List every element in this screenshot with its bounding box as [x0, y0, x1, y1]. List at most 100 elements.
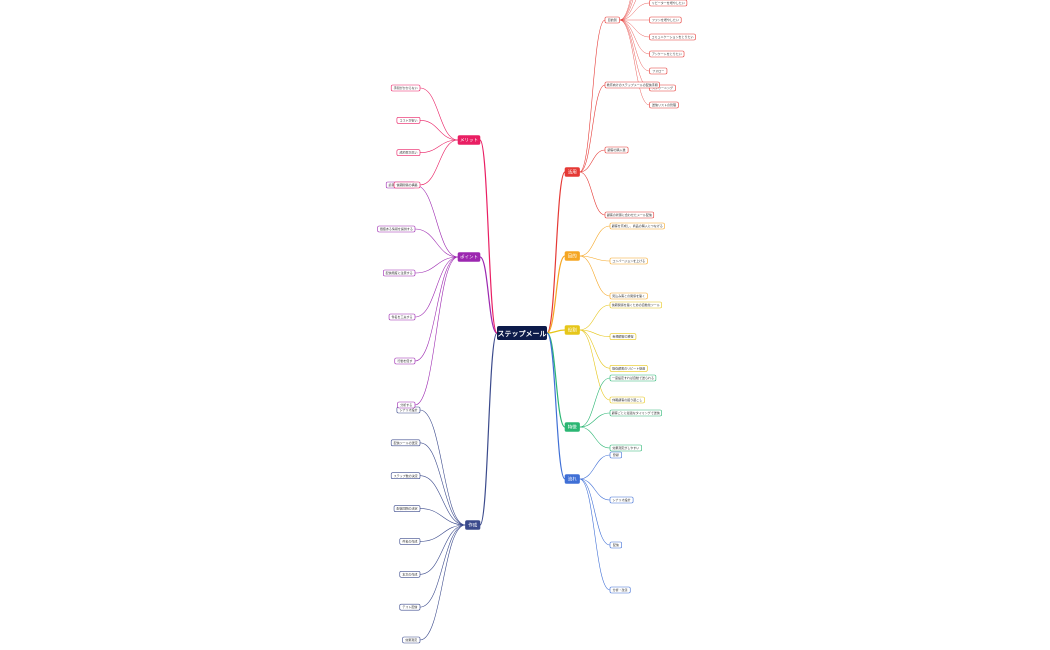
- branch-blue-item[interactable]: 配信: [609, 541, 622, 549]
- edge-magenta-0: [419, 87, 459, 141]
- edge-red-3: [579, 171, 606, 216]
- branch-purple-item-label: 配信頻度に注意する: [386, 270, 413, 275]
- edge-red-0-9: [619, 19, 650, 89]
- edge-purple-1: [414, 228, 459, 258]
- edge-blue: [546, 332, 566, 480]
- edge-blue-1: [579, 478, 611, 501]
- branch-purple-item[interactable]: 分析する: [397, 401, 416, 409]
- central-topic[interactable]: ステップメール: [497, 326, 547, 340]
- branch-yellow-item-label: 休眠顧客の掘り起こし: [612, 397, 642, 402]
- edge-magenta-2: [419, 139, 459, 153]
- branch-red-item-label: 教育向けのステップメールの配信手順: [607, 82, 658, 87]
- branch-orange-item-label: 見込み客との関係を築く: [612, 293, 645, 298]
- branch-red-subitem-label: フォロー: [652, 68, 664, 73]
- central-topic-label: ステップメール: [498, 329, 547, 338]
- branch-orange-item[interactable]: コンバージョンを上げる: [609, 257, 648, 265]
- branch-navy-item[interactable]: ステップ数の決定: [390, 472, 421, 480]
- branch-red-subitem-label: リピーターを増やしたい: [652, 0, 685, 5]
- branch-red-item-label: 顧客の状態に合わせたメール配信: [607, 212, 652, 217]
- branch-blue-item[interactable]: 登録: [609, 451, 622, 459]
- edge-yellow-3: [579, 329, 611, 401]
- branch-navy-item[interactable]: テスト配信: [399, 603, 421, 611]
- edge-red-1: [579, 84, 606, 173]
- edge-purple-2: [414, 256, 459, 274]
- branch-blue[interactable]: 流れ: [564, 474, 580, 484]
- branch-green-item-label: 効果測定がしやすい: [612, 445, 639, 450]
- branch-yellow-item-label: 既存顧客のリピート促進: [612, 365, 645, 370]
- branch-navy-item[interactable]: 件名の作成: [399, 538, 421, 545]
- edge-orange-2: [579, 255, 611, 297]
- branch-yellow-item[interactable]: 休眠顧客の掘り起こし: [609, 396, 645, 404]
- branch-red-item[interactable]: 目的別: [604, 16, 620, 24]
- branch-orange-item-label: 顧客を育成し、商品の購入につなげる: [612, 223, 663, 228]
- edge-red-2: [579, 149, 606, 173]
- edge-navy-0: [419, 409, 466, 526]
- branch-blue-item[interactable]: 分析・改善: [609, 586, 631, 594]
- branch-yellow-item[interactable]: 新規顧客の獲得: [609, 333, 637, 340]
- branch-purple-item[interactable]: 行動を促す: [394, 357, 416, 365]
- branch-magenta-label: メリット: [460, 139, 478, 144]
- branch-magenta-item[interactable]: コストが安い: [396, 117, 421, 124]
- branch-blue-item[interactable]: シナリオ設計: [609, 496, 634, 504]
- branch-red-subitem[interactable]: フォロー: [649, 67, 668, 75]
- branch-yellow-item[interactable]: 既存顧客のリピート促進: [609, 365, 648, 372]
- branch-navy-item[interactable]: 配信間隔の決定: [393, 505, 421, 512]
- branch-green-item[interactable]: 効果測定がしやすい: [609, 444, 642, 452]
- branch-yellow[interactable]: 役割: [564, 325, 580, 335]
- branch-red-item-label: 顧客の購入後: [608, 147, 626, 152]
- branch-red-subitem[interactable]: アンケートをとりたい: [649, 50, 685, 58]
- branch-orange-item[interactable]: 見込み客との関係を築く: [609, 292, 648, 300]
- branch-purple-item[interactable]: 件名を工夫する: [388, 313, 416, 321]
- branch-red-label: 活用: [568, 169, 577, 176]
- branch-blue-label: 流れ: [568, 476, 577, 483]
- branch-purple-item[interactable]: 配信頻度に注意する: [383, 269, 416, 277]
- branch-navy[interactable]: 作成: [465, 520, 481, 530]
- branch-purple-label: ポイント: [460, 254, 478, 261]
- branch-red[interactable]: 活用: [564, 167, 580, 177]
- branch-red-subitem[interactable]: リピーターを増やしたい: [649, 0, 688, 7]
- mind-map-edges: [414, 0, 650, 641]
- branch-navy-item-label: 件名の作成: [402, 538, 417, 543]
- branch-yellow-item[interactable]: 信頼関係を築くための自動化ツール: [609, 301, 662, 309]
- edge-green-2: [579, 426, 611, 449]
- branch-navy-label: 作成: [468, 522, 477, 529]
- branch-magenta-item[interactable]: 手間がかからない: [390, 84, 421, 92]
- branch-navy-item[interactable]: 効果測定: [402, 636, 421, 644]
- branch-orange[interactable]: 目的: [564, 251, 580, 261]
- branch-navy-item-label: シナリオ設計: [399, 407, 417, 412]
- edge-blue-2: [579, 478, 611, 546]
- branch-purple[interactable]: ポイント: [457, 252, 481, 262]
- edge-purple: [479, 256, 498, 334]
- branch-navy-item[interactable]: 配信ツールの選定: [390, 439, 421, 447]
- branch-navy-item-label: 配信ツールの選定: [394, 440, 418, 445]
- branch-red-item[interactable]: 顧客の状態に合わせたメール配信: [604, 211, 655, 219]
- edge-blue-3: [579, 478, 611, 591]
- branch-red-item[interactable]: 教育向けのステップメールの配信手順: [604, 81, 660, 89]
- branch-red-subitem[interactable]: ファンを増やしたい: [649, 16, 682, 24]
- branch-magenta-item[interactable]: 信頼関係の構築: [393, 181, 421, 189]
- edge-red-0-7: [619, 19, 650, 55]
- branch-navy-item[interactable]: 本文の作成: [399, 570, 421, 578]
- edge-navy-3: [419, 508, 466, 526]
- branch-red-subitem-label: スクリーニング: [652, 85, 673, 90]
- edge-red-0-4: [619, 2, 650, 21]
- branch-magenta[interactable]: メリット: [457, 135, 481, 145]
- edge-purple-4: [414, 256, 459, 362]
- edge-yellow-2: [579, 329, 611, 369]
- branch-magenta-item[interactable]: 成約率が高い: [396, 149, 421, 156]
- branch-blue-item-label: 登録: [613, 452, 619, 457]
- edge-orange: [546, 255, 566, 334]
- branch-purple-item-label: 行動を促す: [397, 358, 412, 363]
- branch-navy-item-label: テスト配信: [402, 604, 417, 609]
- edge-red-0-10: [619, 19, 650, 106]
- branch-green-item[interactable]: 顧客ごとに最適なタイミングで送信: [609, 409, 662, 417]
- edge-navy-6: [419, 524, 466, 608]
- branch-green[interactable]: 特徴: [564, 422, 580, 432]
- branch-red-subitem[interactable]: コミュニケーションをとりたい: [649, 33, 696, 41]
- branch-red-subitem[interactable]: 送信リストの管理: [649, 101, 679, 109]
- branch-green-item[interactable]: 一度設定すれば自動で送られる: [609, 374, 657, 382]
- branch-orange-item[interactable]: 顧客を育成し、商品の購入につなげる: [609, 222, 665, 230]
- branch-red-item[interactable]: 顧客の購入後: [604, 146, 629, 154]
- branch-purple-item[interactable]: 価値ある情報を提供する: [377, 225, 416, 233]
